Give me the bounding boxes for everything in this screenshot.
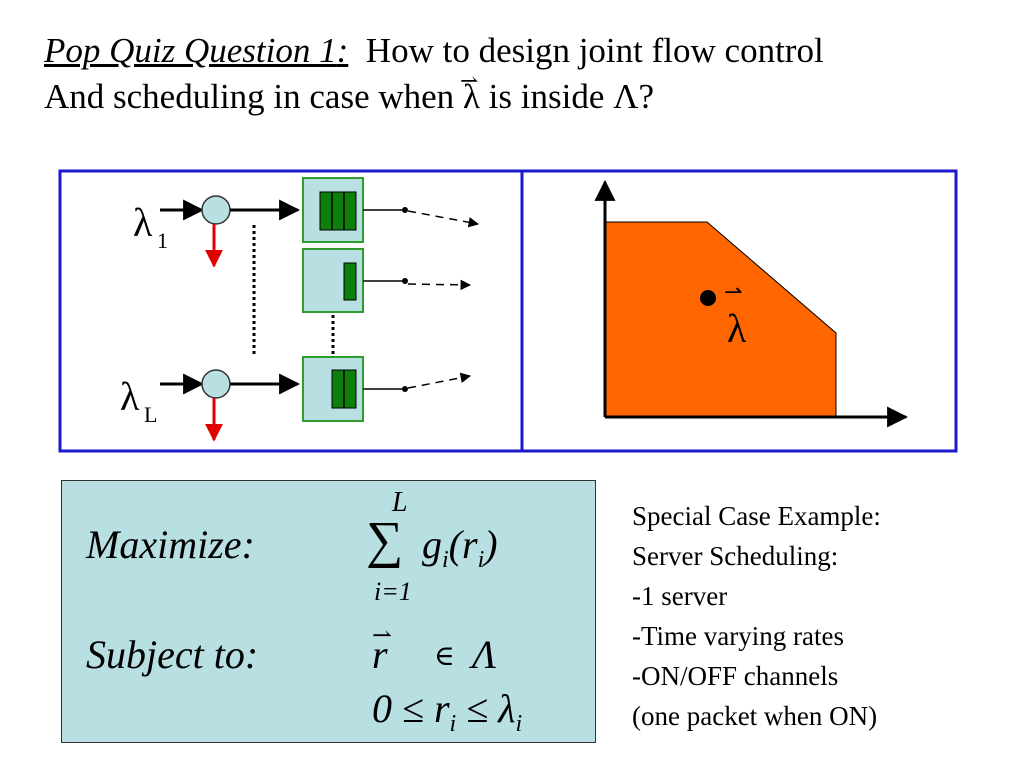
bound-sub: i <box>515 711 523 737</box>
constraint-r-vector: r <box>372 632 388 677</box>
switch-point-middle <box>402 278 408 284</box>
rate-point <box>700 290 716 306</box>
switch-point-top <box>402 207 408 213</box>
title-line-2: And scheduling in case when ⇀λ is inside… <box>44 70 1004 120</box>
special-case-list: Special Case Example: Server Scheduling:… <box>632 496 881 736</box>
question-label: Pop Quiz Question 1 <box>44 31 337 70</box>
flow-controller-bottom <box>201 369 231 399</box>
objective-paren: ) <box>484 522 498 567</box>
element-of-symbol: ∈ <box>434 641 455 672</box>
special-case-line: (one packet when ON) <box>632 701 878 731</box>
sum-lower-limit: i=1 <box>374 577 412 606</box>
sum-symbol: ∑ <box>366 512 404 569</box>
bound-right: ≤ λ <box>456 686 516 731</box>
objective-r: r <box>462 522 478 567</box>
lambda-1-label: λ <box>133 200 153 245</box>
flow-controller-top <box>201 195 231 225</box>
optimization-formula-box: Maximize: L ∑ i=1 gi(ri) Subject to: ⇀ r… <box>61 480 596 743</box>
bound-sub: i <box>449 711 457 737</box>
r-vector-arrow-icon: ⇀ <box>372 623 393 649</box>
lambda-L-label: λ <box>120 374 140 419</box>
vector-arrow-icon: ⇀ <box>459 68 479 93</box>
title-line-2-before: And scheduling in case when <box>44 77 463 116</box>
title-line-1-text: How to design joint flow control <box>365 31 824 70</box>
lambda-L-subscript: L <box>144 402 157 427</box>
packet <box>343 262 357 301</box>
title-line-1: Pop Quiz Question 1: How to design joint… <box>44 28 1004 74</box>
lambda-vector: ⇀λ <box>460 70 480 120</box>
objective-sub: i <box>477 547 485 573</box>
switch-arrow-top <box>407 210 480 228</box>
objective-g: g <box>422 522 442 567</box>
switch-arrow-bottom <box>407 372 472 389</box>
title-line-2-after: is inside Λ? <box>479 77 655 116</box>
rate-bound-constraint: 0 ≤ ri ≤ λi <box>372 685 522 738</box>
region-point-label: λ <box>727 306 747 351</box>
constraint-set-lambda: Λ <box>472 632 497 677</box>
sum-upper-limit: L <box>392 487 408 518</box>
maximize-label: Maximize: <box>86 522 255 567</box>
special-case-line: Server Scheduling: <box>632 541 839 571</box>
region-point-arrow-icon: ⇀ <box>724 280 742 305</box>
lambda-symbol: λ <box>462 77 480 116</box>
region-panel-frame <box>520 169 958 453</box>
lambda-1-subscript: 1 <box>157 228 168 253</box>
objective-function: gi(ri) <box>422 521 498 574</box>
special-case-line: Special Case Example: <box>632 501 881 531</box>
switch-arrow-middle <box>407 279 472 291</box>
bound-left: 0 ≤ r <box>372 686 450 731</box>
special-case-line: -ON/OFF channels <box>632 661 839 691</box>
slide-title: Pop Quiz Question 1: How to design joint… <box>44 28 1004 120</box>
special-case-line: -1 server <box>632 581 728 611</box>
packet <box>319 191 357 231</box>
subject-to-label: Subject to: <box>86 632 259 677</box>
question-colon: : <box>336 31 349 70</box>
switch-point-bottom <box>402 386 408 392</box>
objective-sub: i <box>442 547 449 573</box>
capacity-region <box>604 221 837 418</box>
objective-paren: ( <box>448 522 462 567</box>
special-case-line: -Time varying rates <box>632 621 844 651</box>
